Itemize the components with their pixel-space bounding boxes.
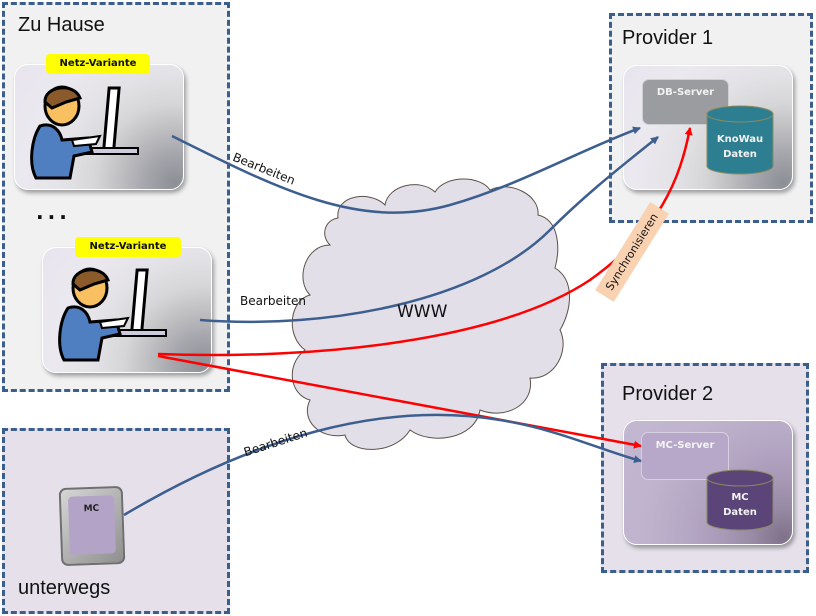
mc-database-icon[interactable] xyxy=(706,469,774,531)
client-tag-1: Netz-Variante xyxy=(46,54,150,74)
more-clients-ellipsis: ... xyxy=(36,200,71,224)
edit-label-client2: Bearbeiten xyxy=(240,294,306,308)
region-home-title: Zu Hause xyxy=(18,14,105,36)
user-at-computer-icon xyxy=(30,85,139,180)
sync-connection xyxy=(157,127,693,357)
knowau-database-icon[interactable] xyxy=(706,105,774,175)
knowau-db-label-2: Daten xyxy=(723,149,757,160)
mc-db-label-2: Daten xyxy=(723,507,757,518)
region-provider2-title: Provider 2 xyxy=(622,383,714,405)
region-mobile-title: unterwegs xyxy=(18,577,111,599)
region-provider1-title: Provider 1 xyxy=(622,27,714,49)
mc-server[interactable]: MC-Server xyxy=(641,432,729,480)
sync-label-tag xyxy=(595,202,669,302)
mc-db-label-1: MC xyxy=(731,492,749,503)
edit-connection-client2 xyxy=(199,136,659,324)
client-tag-2: Netz-Variante xyxy=(75,237,181,257)
knowau-db-label-1: KnoWau xyxy=(716,134,764,145)
region-mobile xyxy=(2,428,230,614)
user-at-computer-icon xyxy=(58,267,167,362)
edit-connection-client1 xyxy=(171,126,641,214)
client2-to-mc-server xyxy=(157,354,642,449)
cloud-label: WWW xyxy=(397,302,448,322)
edit-connection-mobile xyxy=(123,413,642,517)
internet-cloud-icon xyxy=(291,178,570,450)
